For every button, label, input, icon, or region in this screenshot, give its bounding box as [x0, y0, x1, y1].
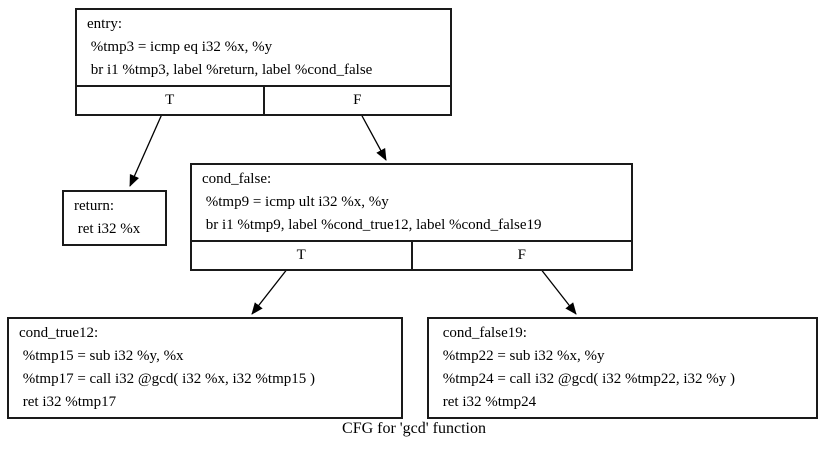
basic-block-text: cond_false: %tmp9 = icmp ult i32 %x, %y … — [192, 165, 631, 240]
bb-label-line: cond_true12: — [19, 325, 99, 341]
instruction-line: %tmp3 = icmp eq i32 %x, %y — [87, 39, 273, 55]
graph-caption: CFG for 'gcd' function — [342, 420, 486, 437]
bb-label-line: return: — [74, 198, 114, 214]
bb-label-line: cond_false19: — [439, 325, 527, 341]
instruction-line: %tmp15 = sub i32 %y, %x — [19, 348, 184, 364]
branch-ports: T F — [192, 240, 631, 269]
branch-ports: T F — [77, 85, 450, 114]
instruction-line: ret i32 %tmp17 — [19, 394, 117, 410]
edge-entry-F-cond-false — [360, 113, 387, 161]
port-true: T — [165, 92, 175, 108]
cfg-node-entry: entry: %tmp3 = icmp eq i32 %x, %y br i1 … — [75, 8, 452, 116]
instruction-line: %tmp22 = sub i32 %x, %y — [439, 348, 605, 364]
instruction-line: ret i32 %x — [74, 221, 141, 237]
basic-block-text: cond_false19: %tmp22 = sub i32 %x, %y %t… — [429, 319, 816, 417]
instruction-line: br i1 %tmp3, label %return, label %cond_… — [87, 62, 373, 78]
instruction-line: %tmp24 = call i32 @gcd( i32 %tmp22, i32 … — [439, 371, 735, 387]
basic-block-text: entry: %tmp3 = icmp eq i32 %x, %y br i1 … — [77, 10, 450, 85]
edge-cond-false-T-cond-true12 — [251, 267, 289, 315]
port-false: F — [410, 242, 632, 269]
instruction-line: %tmp17 = call i32 @gcd( i32 %x, i32 %tmp… — [19, 371, 315, 387]
instruction-line: %tmp9 = icmp ult i32 %x, %y — [202, 194, 389, 210]
instruction-line: ret i32 %tmp24 — [439, 394, 537, 410]
cfg-node-return: return: ret i32 %x — [62, 190, 167, 246]
bb-label-line: entry: — [87, 16, 122, 32]
cfg-node-cond-false: cond_false: %tmp9 = icmp ult i32 %x, %y … — [190, 163, 633, 271]
edge-entry-T-return — [129, 113, 163, 187]
port-false: F — [262, 87, 451, 114]
cfg-node-cond-true12: cond_true12: %tmp15 = sub i32 %y, %x %tm… — [7, 317, 403, 419]
port-true: T — [296, 247, 306, 263]
cfg-node-cond-false19: cond_false19: %tmp22 = sub i32 %x, %y %t… — [427, 317, 818, 419]
bb-label-line: cond_false: — [202, 171, 272, 187]
instruction-line: br i1 %tmp9, label %cond_true12, label %… — [202, 217, 542, 233]
edge-cond-false-F-cond-false19 — [539, 267, 577, 315]
basic-block-text: cond_true12: %tmp15 = sub i32 %y, %x %tm… — [9, 319, 401, 417]
basic-block-text: return: ret i32 %x — [64, 192, 165, 244]
